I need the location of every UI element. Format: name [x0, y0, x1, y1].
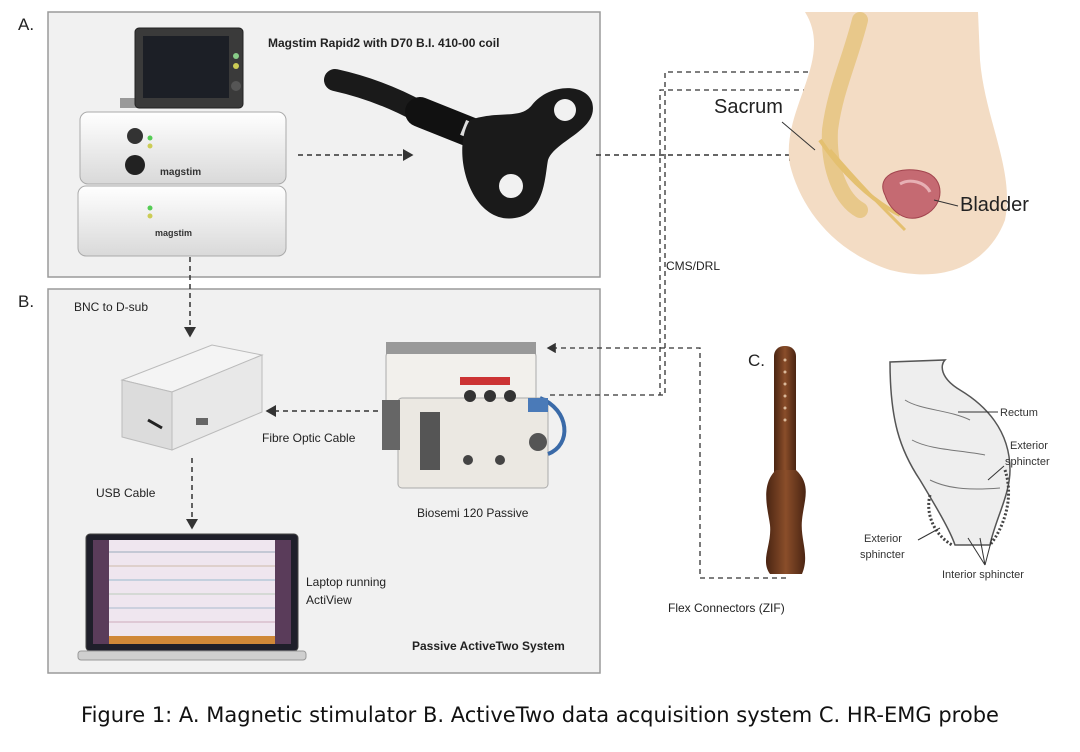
- rectum-anatomy-illustration: [889, 359, 1011, 566]
- pelvis-illustration: [781, 12, 1008, 275]
- biosemi-amplifier: [382, 342, 567, 489]
- rectum-label: Rectum: [1000, 407, 1038, 419]
- usb-label: USB Cable: [96, 486, 156, 500]
- exterior-left-label-2: sphincter: [860, 549, 905, 561]
- flex-connector-line: [546, 342, 786, 579]
- bnc-label: BNC to D-sub: [74, 300, 148, 314]
- laptop-label-line1: Laptop running: [306, 575, 386, 589]
- cms-label: CMS/DRL: [666, 259, 720, 273]
- exterior-right-label-1: Exterior: [1010, 440, 1048, 452]
- magstim-brand-lower: magstim: [155, 228, 192, 238]
- magstim-brand-upper: magstim: [160, 167, 201, 178]
- biosemi-label: Biosemi 120 Passive: [417, 506, 529, 520]
- hr-emg-probe: [765, 346, 806, 574]
- magstim-stimulator: magstim magstim: [77, 27, 287, 257]
- bladder-label: Bladder: [960, 194, 1029, 216]
- fibre-label: Fibre Optic Cable: [262, 431, 356, 445]
- cms-drl-line-inner: [659, 89, 808, 395]
- panel-a-title: Magstim Rapid2 with D70 B.I. 410-00 coil: [268, 36, 499, 50]
- exterior-left-label-1: Exterior: [864, 533, 902, 545]
- probe-electrode-dots: [783, 358, 787, 422]
- laptop-label-line2: ActiView: [306, 593, 352, 607]
- laptop: [77, 533, 307, 661]
- panel-b-title: Passive ActiveTwo System: [412, 639, 565, 653]
- panel-b-label: B.: [18, 292, 34, 311]
- panel-a-label: A.: [18, 15, 34, 34]
- usb-receiver-box: [120, 344, 264, 451]
- panel-c-label: C.: [748, 351, 765, 370]
- cms-drl-line: [548, 71, 808, 396]
- figure-eight-coil: [324, 69, 593, 219]
- interior-label: Interior sphincter: [942, 569, 1024, 581]
- sacrum-label: Sacrum: [714, 96, 783, 118]
- flex-label: Flex Connectors (ZIF): [668, 601, 785, 615]
- exterior-right-label-2: sphincter: [1005, 456, 1050, 468]
- figure-caption: Figure 1: A. Magnetic stimulator B. Acti…: [81, 703, 999, 727]
